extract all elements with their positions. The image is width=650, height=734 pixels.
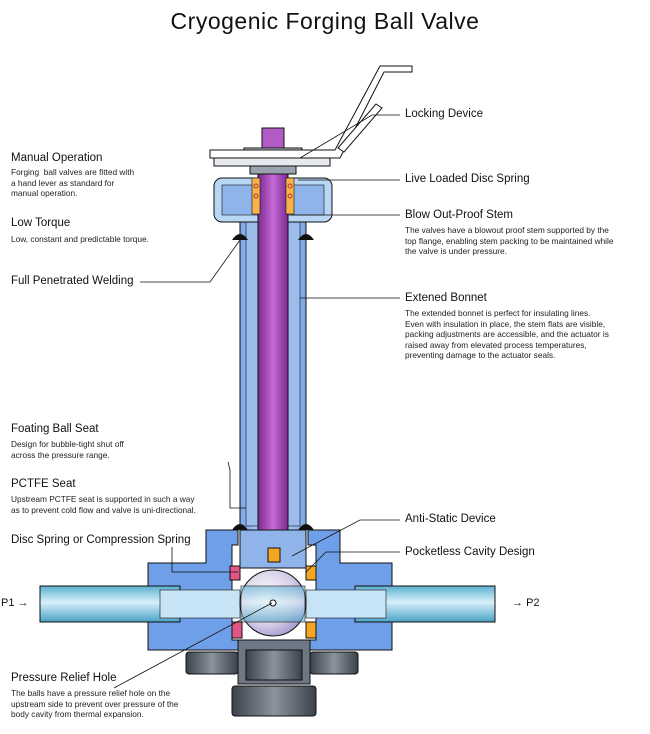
stem-lower (239, 529, 307, 569)
label-live-loaded: Live Loaded Disc Spring (405, 173, 530, 185)
label-extended-bonnet: Extened Bonnet (405, 292, 487, 304)
label-blowout: Blow Out-Proof Stem (405, 209, 514, 221)
desc-manual-operation: Forging ball valves are fitted with a ha… (11, 167, 135, 199)
valve-body (147, 529, 393, 651)
desc-blowout: The valves have a blowout proof stem sup… (405, 225, 614, 257)
label-pocketless: Pocketless Cavity Design (405, 546, 535, 558)
label-manual-operation: Manual Operation (11, 152, 103, 164)
label-low-torque: Low Torque (11, 217, 71, 229)
leader-lines (113, 114, 400, 689)
desc-pctfe-seat: Upstream PCTFE seat is supported in such… (11, 494, 196, 515)
diagram-title: Cryogenic Forging Ball Valve (170, 8, 480, 34)
label-anti-static: Anti-Static Device (405, 513, 496, 525)
desc-pressure-relief: The balls have a pressure relief hole on… (11, 688, 179, 720)
pipe-left (39, 585, 181, 623)
label-pctfe-seat: PCTFE Seat (11, 478, 76, 490)
label-disc-spring: Disc Spring or Compression Spring (11, 534, 191, 546)
bottom-cover (185, 639, 359, 717)
label-pressure-relief: Pressure Relief Hole (11, 672, 117, 684)
label-locking-device: Locking Device (405, 108, 483, 120)
arrow-right-icon: → (17, 597, 29, 609)
desc-floating-seat: Design for bubble-tight shut off across … (11, 439, 124, 460)
ball (229, 565, 317, 639)
label-floating-seat: Foating Ball Seat (11, 423, 99, 435)
weld-beads (232, 234, 314, 530)
port-p2: → P2 (512, 597, 540, 609)
port-p2-label: P2 (526, 597, 540, 609)
desc-low-torque: Low, constant and predictable torque. (11, 234, 149, 244)
port-p1: P1 → (1, 597, 29, 609)
desc-extended-bonnet: The extended bonnet is perfect for insul… (405, 308, 609, 361)
label-welding: Full Penetrated Welding (11, 275, 134, 287)
arrow-right-icon: → (512, 597, 523, 609)
port-p1-label: P1 (1, 597, 15, 609)
